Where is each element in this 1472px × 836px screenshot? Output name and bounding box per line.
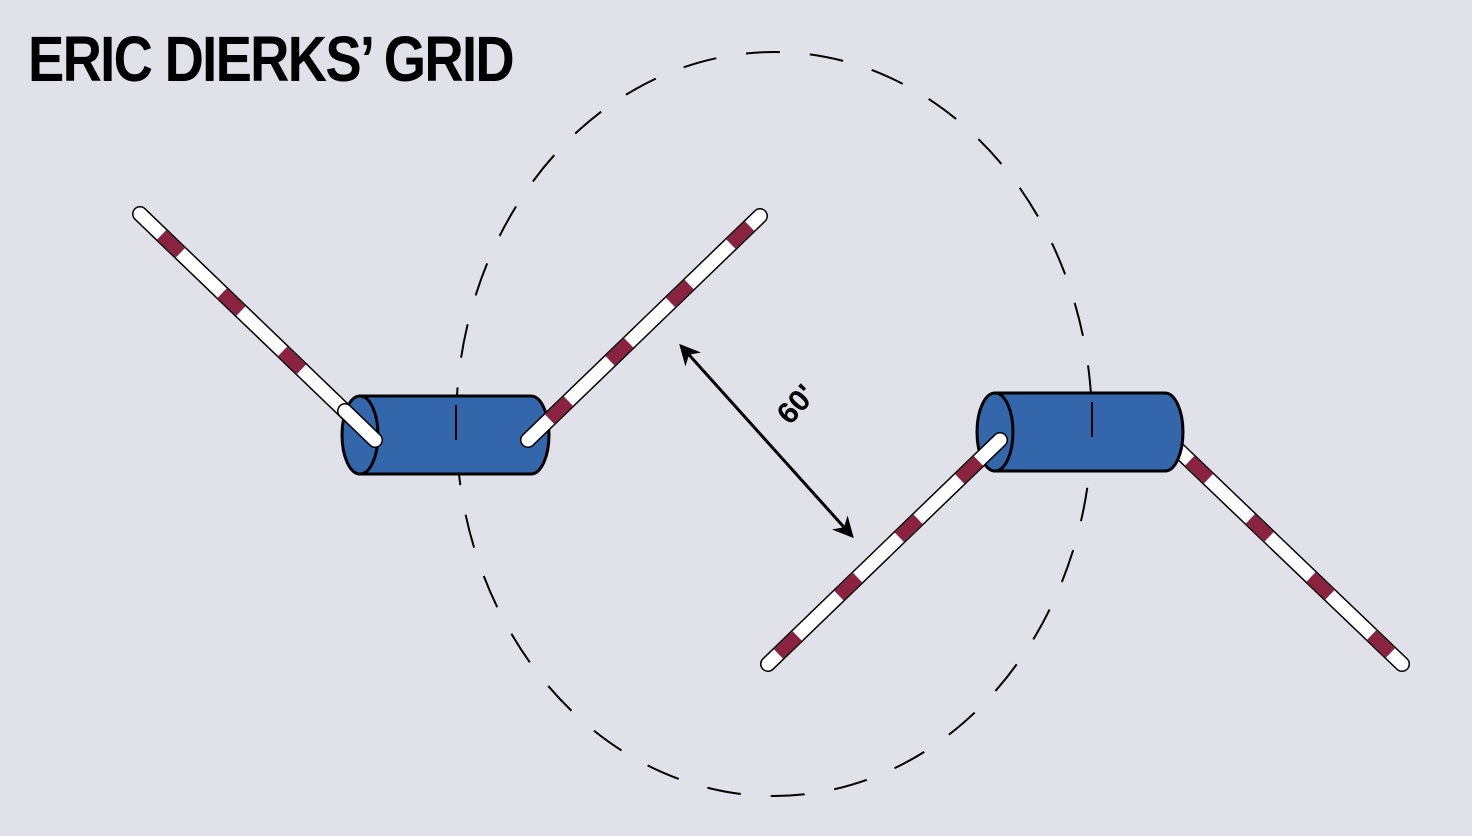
barrel-left [340,394,551,476]
pole-3 [760,432,1008,672]
distance-label: 60' [771,378,823,430]
pole-1 [132,206,383,448]
pole-4 [1160,432,1410,672]
diagram-title: ERIC DIERKS’ GRID [28,23,515,95]
barrel-right [975,391,1185,473]
pole-1-end [337,403,383,448]
distance-arrow [679,343,854,539]
pole-2 [520,208,768,448]
